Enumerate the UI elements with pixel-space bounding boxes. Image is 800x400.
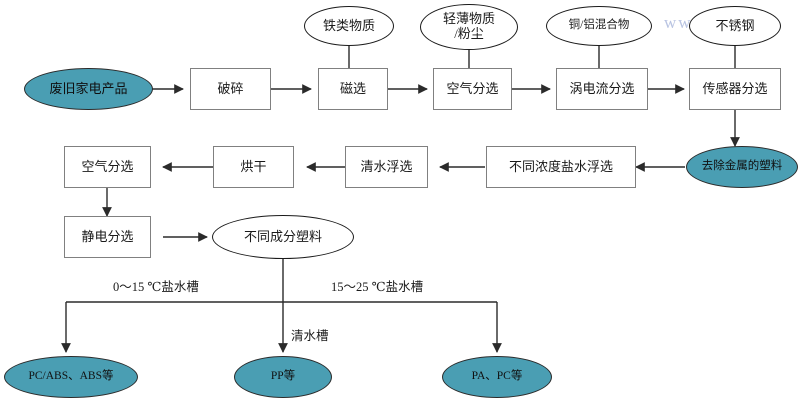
- branch-label-left: 0～15 ℃盐水槽: [113, 280, 199, 294]
- intermediate-ellipse-metal-free-plastic-label: 去除金属的塑料: [701, 160, 783, 173]
- result-ellipse-pcabs: PC/ABS、ABS等: [4, 356, 138, 398]
- process-box-drying: 烘干: [213, 146, 294, 188]
- process-box-crushing: 破碎: [190, 68, 271, 110]
- result-ellipse-papc: PA、PC等: [442, 356, 552, 398]
- output-ellipse-copper-aluminum: 铜/铝混合物: [546, 6, 652, 46]
- process-box-air-sorting-1-label: 空气分选: [446, 80, 499, 96]
- branch-label-middle: 清水槽: [291, 329, 329, 343]
- start-node-label: 废旧家电产品: [49, 80, 128, 96]
- output-ellipse-lightweight-line1: 轻薄物质: [442, 11, 495, 27]
- process-box-eddy-current-sorting: 涡电流分选: [556, 68, 648, 110]
- collector-ellipse-mixed-plastics: 不同成分塑料: [212, 215, 354, 259]
- process-box-magnetic-sorting: 磁选: [318, 68, 388, 110]
- intermediate-ellipse-metal-free-plastic: 去除金属的塑料: [686, 146, 798, 188]
- process-box-brine-flotation-label: 不同浓度盐水浮选: [508, 158, 613, 174]
- process-box-sensor-sorting: 传感器分选: [689, 68, 781, 110]
- process-box-air-sorting-1: 空气分选: [433, 68, 512, 110]
- process-box-electrostatic-sorting: 静电分选: [64, 216, 151, 258]
- process-box-magnetic-sorting-label: 磁选: [339, 80, 366, 96]
- process-box-air-sorting-2-label: 空气分选: [81, 158, 134, 174]
- result-ellipse-pp-label: PP等: [270, 370, 296, 383]
- result-ellipse-pp: PP等: [234, 356, 332, 398]
- output-ellipse-stainless-steel: 不锈钢: [689, 6, 781, 46]
- output-ellipse-iron: 铁类物质: [304, 6, 394, 46]
- collector-ellipse-mixed-plastics-label: 不同成分塑料: [243, 228, 322, 244]
- output-ellipse-copper-aluminum-label: 铜/铝混合物: [568, 19, 630, 32]
- process-box-eddy-current-sorting-label: 涡电流分选: [569, 80, 635, 96]
- output-ellipse-lightweight-line2: /粉尘: [454, 26, 484, 41]
- process-box-electrostatic-sorting-label: 静电分选: [81, 228, 134, 244]
- process-box-brine-flotation: 不同浓度盐水浮选: [486, 146, 636, 188]
- output-ellipse-iron-label: 铁类物质: [322, 17, 375, 33]
- process-box-air-sorting-2: 空气分选: [64, 146, 151, 188]
- output-ellipse-stainless-steel-label: 不锈钢: [715, 17, 755, 33]
- process-box-water-flotation: 清水浮选: [345, 146, 428, 188]
- start-node-waste-appliances: 废旧家电产品: [24, 68, 153, 110]
- result-ellipse-papc-label: PA、PC等: [471, 370, 523, 383]
- process-box-crushing-label: 破碎: [217, 80, 244, 96]
- branch-label-right: 15～25 ℃盐水槽: [331, 280, 424, 294]
- result-ellipse-pcabs-label: PC/ABS、ABS等: [28, 370, 114, 383]
- connector-dots: [345, 37, 739, 49]
- process-box-water-flotation-label: 清水浮选: [360, 158, 413, 174]
- output-ellipse-lightweight: 轻薄物质 /粉尘: [420, 4, 518, 50]
- process-box-drying-label: 烘干: [240, 158, 267, 174]
- process-box-sensor-sorting-label: 传感器分选: [702, 80, 768, 96]
